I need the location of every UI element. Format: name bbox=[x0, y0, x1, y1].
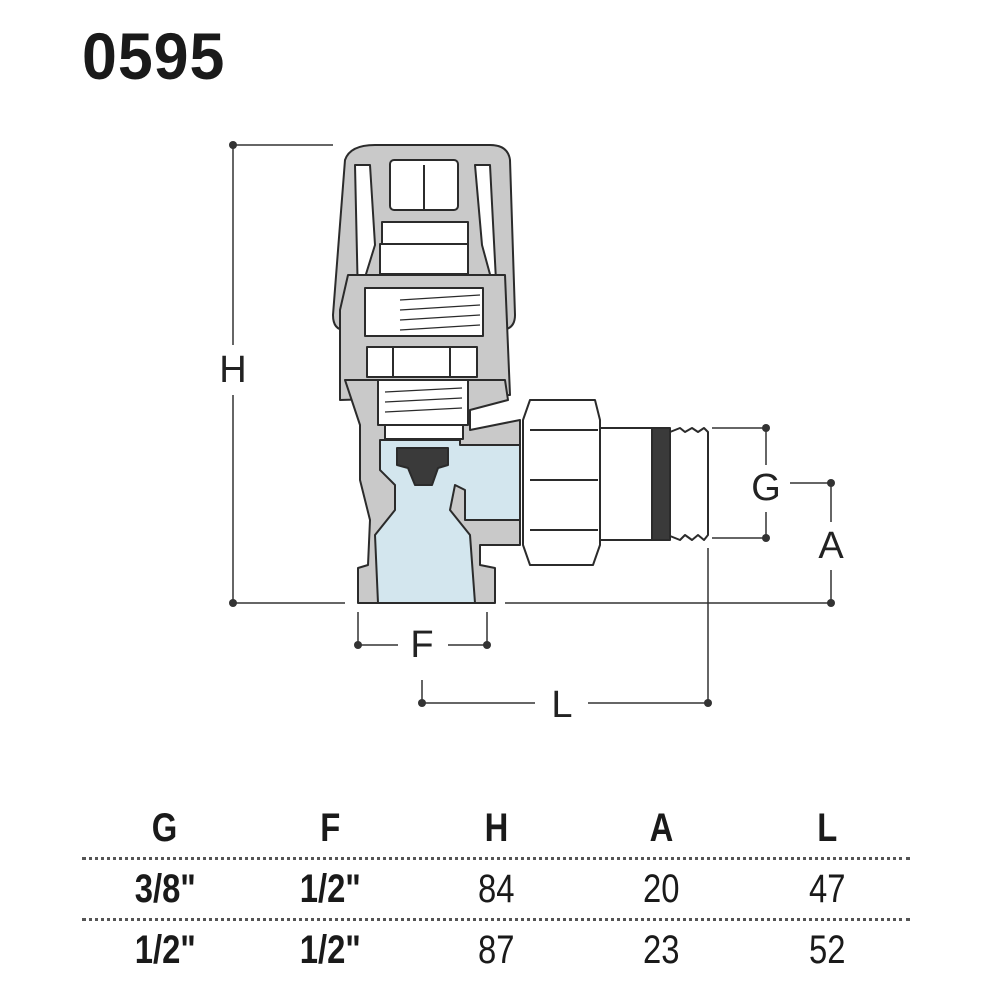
table-cell: 1/2" bbox=[134, 927, 196, 972]
table-cell: 20 bbox=[643, 866, 680, 911]
dotted-divider bbox=[82, 857, 910, 860]
thread bbox=[669, 427, 709, 541]
table-header: H bbox=[484, 806, 508, 850]
dimension-lines bbox=[232, 144, 832, 704]
dimension-endpoints bbox=[229, 141, 835, 707]
dim-label-a: A bbox=[818, 525, 844, 567]
tailpiece bbox=[599, 427, 653, 541]
valve-plug bbox=[396, 447, 449, 486]
table-cell: 47 bbox=[808, 866, 846, 911]
table-row: 1/2" 1/2" 87 23 52 bbox=[82, 921, 910, 979]
o-ring bbox=[651, 427, 671, 541]
table-cell: 1/2" bbox=[299, 927, 361, 972]
dim-label-g: G bbox=[751, 467, 781, 509]
table-cell: 3/8" bbox=[134, 866, 196, 911]
water-passage bbox=[374, 439, 521, 604]
table-header: A bbox=[649, 806, 674, 850]
valve-illustration bbox=[332, 144, 709, 604]
dim-label-h: H bbox=[219, 349, 246, 391]
union-nut bbox=[522, 399, 601, 566]
dim-label-f: F bbox=[410, 624, 433, 666]
dimensions-table: G F H A L 3/8" 1/2" 84 20 47 1/2" 1/2" 8… bbox=[82, 800, 910, 979]
table-row: 3/8" 1/2" 84 20 47 bbox=[82, 860, 910, 918]
dim-label-l: L bbox=[551, 684, 572, 726]
table-cell: 52 bbox=[808, 927, 846, 972]
product-code-title: 0595 bbox=[82, 19, 226, 93]
table-cell: 84 bbox=[477, 866, 515, 911]
table-header: L bbox=[817, 806, 838, 850]
table-header: G bbox=[152, 806, 178, 850]
table-cell: 23 bbox=[643, 927, 680, 972]
dotted-divider bbox=[82, 918, 910, 921]
table-cell: 87 bbox=[477, 927, 515, 972]
table-header: F bbox=[320, 806, 341, 850]
table-header-row: G F H A L bbox=[82, 800, 910, 857]
table-cell: 1/2" bbox=[299, 866, 361, 911]
